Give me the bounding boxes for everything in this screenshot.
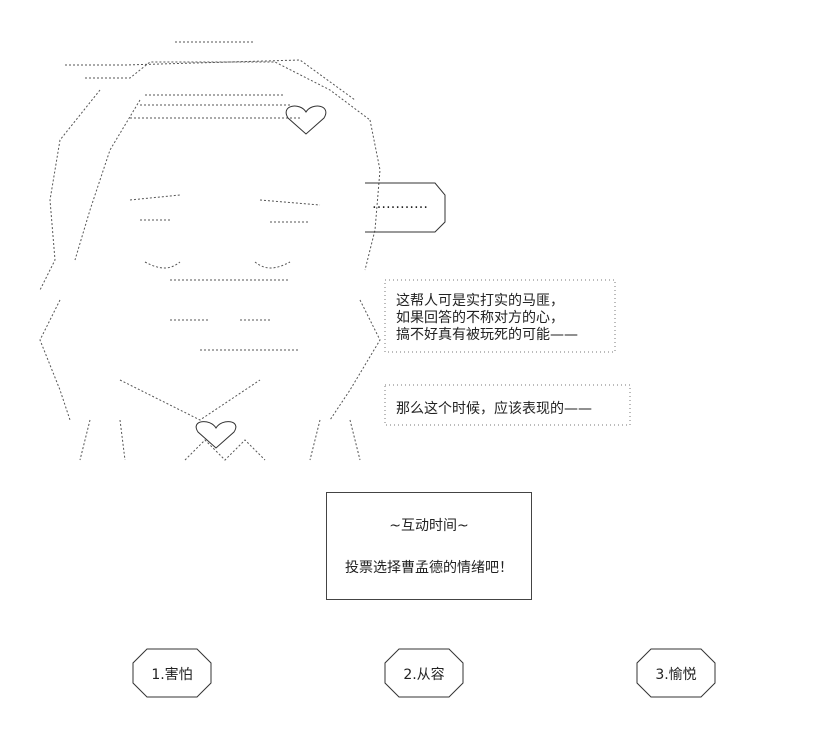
narration-line-3: 搞不好真有被玩死的可能—— xyxy=(396,327,578,343)
interaction-box: ~互动时间~ 投票选择曹孟德的情绪吧！ xyxy=(326,492,532,600)
option-3-label: 3.愉悦 xyxy=(655,667,697,683)
narration-line-1: 这帮人可是实打实的马匪， xyxy=(396,293,564,309)
option-1-label: 1.害怕 xyxy=(151,667,193,683)
narration-line-2: 如果回答的不称对方的心， xyxy=(396,310,564,326)
octagon-frame-icon xyxy=(384,648,464,698)
option-1-button[interactable]: 1.害怕 xyxy=(132,648,212,698)
option-3-button[interactable]: 3.愉悦 xyxy=(636,648,716,698)
interaction-title: ~互动时间~ xyxy=(389,518,469,534)
octagon-frame-icon xyxy=(132,648,212,698)
speech-bubble-text: ………… xyxy=(372,196,428,212)
octagon-frame-icon xyxy=(636,648,716,698)
option-2-button[interactable]: 2.从容 xyxy=(384,648,464,698)
option-2-label: 2.从容 xyxy=(403,667,445,683)
interaction-prompt: 投票选择曹孟德的情绪吧！ xyxy=(345,560,513,576)
narration-line-4: 那么这个时候，应该表现的—— xyxy=(396,401,592,417)
